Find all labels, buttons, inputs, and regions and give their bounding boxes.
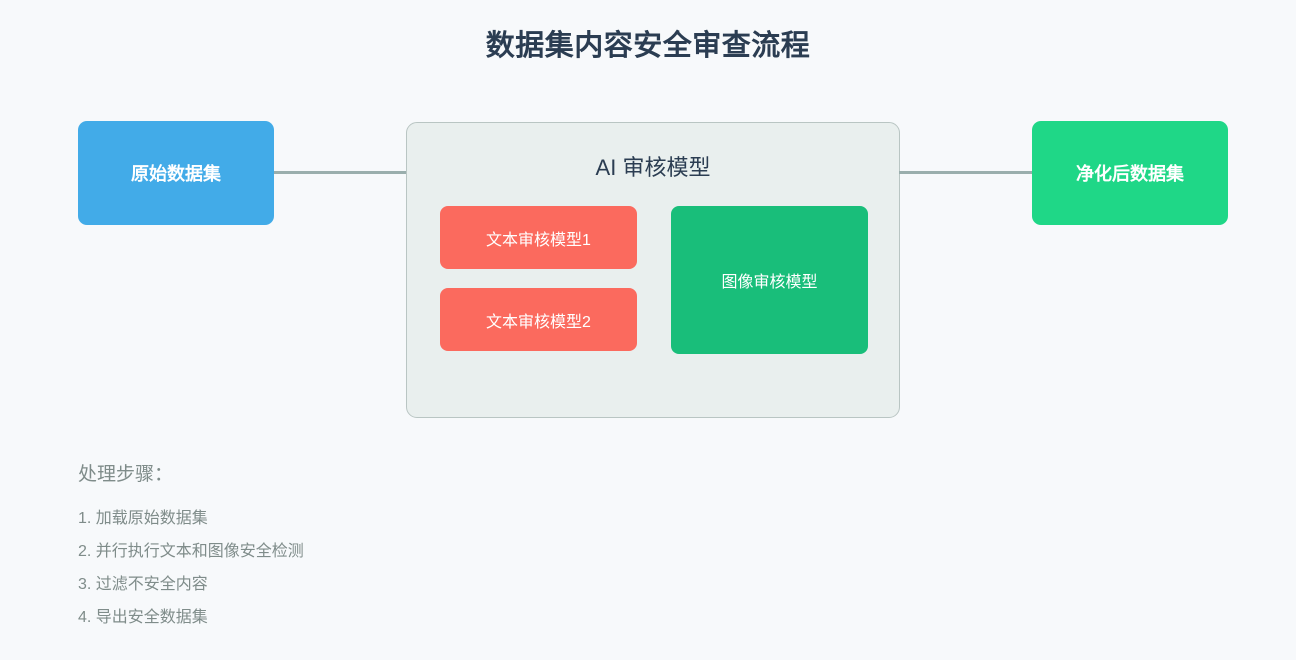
node-image-review-model-label: 图像审核模型 — [721, 274, 818, 291]
processing-steps-heading: 处理步骤： — [78, 464, 174, 485]
list-item: 1. 加载原始数据集 — [78, 510, 208, 527]
node-text-review-model-1-label: 文本审核模型1 — [486, 231, 591, 249]
ai-review-model-container[interactable]: AI 审核模型 文本审核模型1 文本审核模型2 图像审核模型 — [406, 122, 900, 418]
list-item: 4. 导出安全数据集 — [78, 609, 208, 626]
list-item: 2. 并行执行文本和图像安全检测 — [78, 543, 304, 560]
text-model-column: 文本审核模型1 文本审核模型2 — [440, 206, 637, 354]
node-image-review-model[interactable]: 图像审核模型 — [671, 206, 868, 354]
node-text-review-model-2-label: 文本审核模型2 — [486, 313, 591, 331]
node-source-dataset[interactable]: 原始数据集 — [78, 121, 274, 225]
ai-review-model-title: AI 审核模型 — [595, 155, 711, 180]
node-text-review-model-2[interactable]: 文本审核模型2 — [440, 288, 637, 351]
processing-steps-section: 处理步骤： 1. 加载原始数据集 2. 并行执行文本和图像安全检测 3. 过滤不… — [78, 462, 678, 634]
sub-node-group: 文本审核模型1 文本审核模型2 图像审核模型 — [440, 206, 868, 354]
node-cleaned-dataset-label: 净化后数据集 — [1076, 164, 1184, 184]
page-title: 数据集内容安全审查流程 — [485, 30, 811, 62]
connector-source-to-container — [274, 171, 407, 174]
node-text-review-model-1[interactable]: 文本审核模型1 — [440, 206, 637, 269]
list-item: 3. 过滤不安全内容 — [78, 576, 208, 593]
connector-container-to-output — [899, 171, 1032, 174]
node-source-dataset-label: 原始数据集 — [131, 164, 221, 184]
node-cleaned-dataset[interactable]: 净化后数据集 — [1032, 121, 1228, 225]
processing-steps-list: 1. 加载原始数据集 2. 并行执行文本和图像安全检测 3. 过滤不安全内容 4… — [78, 502, 678, 634]
